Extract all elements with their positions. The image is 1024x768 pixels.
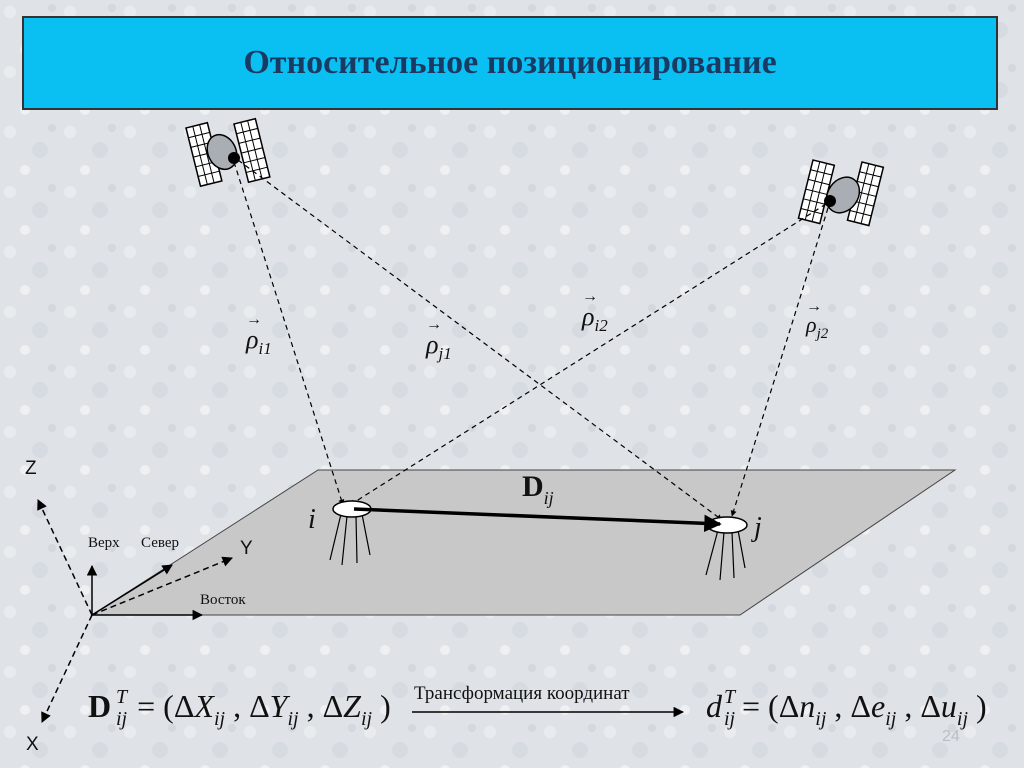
page-number: 24 <box>942 728 960 745</box>
x-axis-label: X <box>26 734 39 755</box>
x-axis <box>41 614 93 723</box>
baseline-label: Dij <box>522 470 554 508</box>
z-axis-label: Z <box>25 458 37 479</box>
east-axis-label: Восток <box>200 592 246 608</box>
title-banner: Относительное позиционирование <box>22 16 998 110</box>
satellite-2-icon <box>797 159 885 227</box>
baseline-vector <box>353 507 722 533</box>
slide-title: Относительное позиционирование <box>243 44 777 81</box>
range-label-j1: →ρj1 <box>426 316 452 363</box>
satellite-1-icon <box>185 117 271 188</box>
range-label-i1: →ρi1 <box>246 311 272 358</box>
up-axis-label: Верх <box>88 535 120 551</box>
y-axis-label: Y <box>240 538 253 559</box>
range-line-j1 <box>231 154 723 521</box>
point-i-label: i <box>308 504 316 535</box>
north-axis <box>91 564 173 616</box>
point-j-label: j <box>754 512 762 543</box>
z-axis <box>37 499 93 616</box>
north-axis-label: Север <box>141 535 179 551</box>
range-line-i2 <box>349 198 833 506</box>
range-label-j2: →ρj2 <box>806 298 829 342</box>
y-axis <box>91 556 233 616</box>
transform-label: Трансформация координат <box>414 683 630 704</box>
range-label-i2: →ρi2 <box>582 288 608 335</box>
